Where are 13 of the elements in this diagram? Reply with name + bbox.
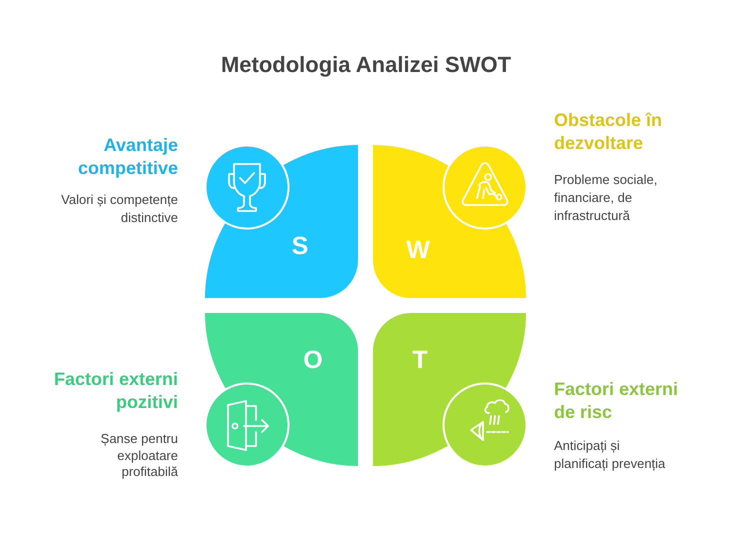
quadrant-description: Șanse pentru exploatare profitabilă bbox=[100, 431, 178, 480]
quadrant-heading: Avantaje competitive bbox=[76, 134, 178, 180]
quadrant-letter: S bbox=[292, 232, 308, 260]
quadrant-letter: T bbox=[412, 346, 428, 374]
quadrant-description: Probleme sociale, financiare, de infrastructură bbox=[554, 171, 658, 225]
quadrant-heading: Factori externi de risc bbox=[554, 378, 680, 424]
quadrant-letter: W bbox=[406, 236, 430, 264]
quadrant-heading: Obstacole în dezvoltare bbox=[554, 109, 664, 155]
quadrant-letter: O bbox=[303, 346, 323, 374]
quadrant-heading: Factori externi pozitivi bbox=[52, 368, 178, 414]
diagram-title: Metodologia Analizei SWOT bbox=[220, 51, 512, 79]
quadrant-description: Valori și competențe distinctive bbox=[60, 191, 178, 227]
quadrant-description: Anticipați și planificați prevenția bbox=[554, 437, 666, 473]
